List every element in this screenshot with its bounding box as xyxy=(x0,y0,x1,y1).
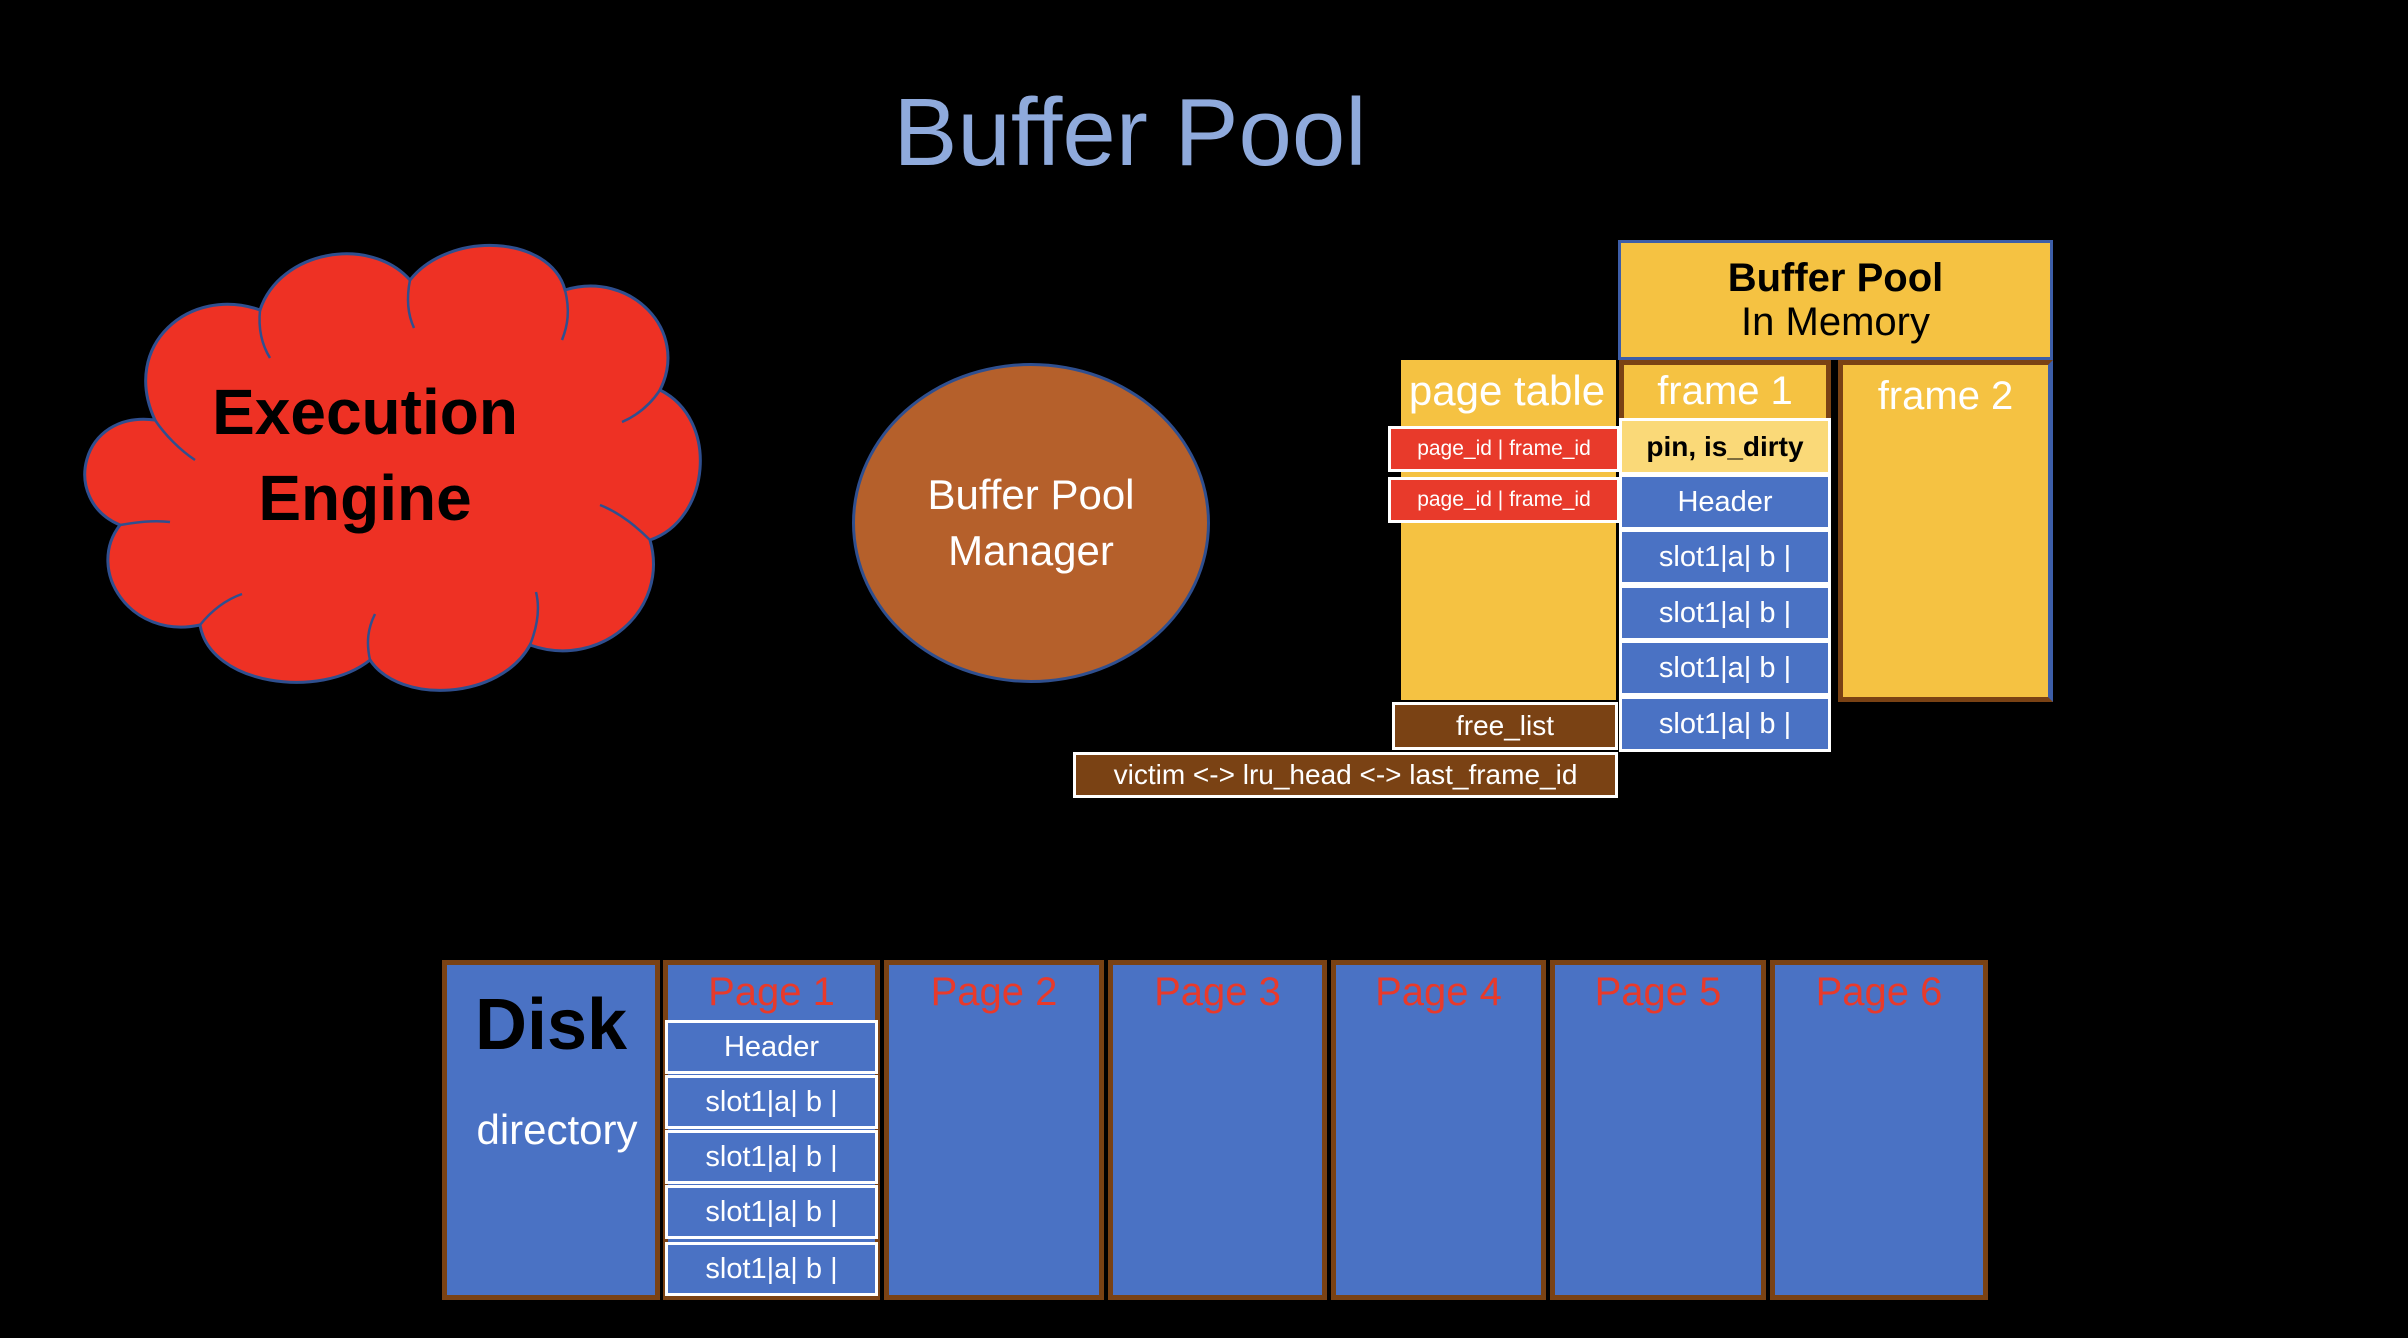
buffer-pool-title: Buffer Pool xyxy=(1727,256,1944,300)
disk-page-3-label: Page 3 xyxy=(1154,969,1281,1014)
frame-2 xyxy=(1838,360,2053,702)
frame-2-label: frame 2 xyxy=(1877,373,2014,418)
disk-page-4-label: Page 4 xyxy=(1375,969,1502,1014)
frame-1-slot: slot1|a| b | xyxy=(1619,640,1831,696)
page-title: Buffer Pool xyxy=(893,79,1367,186)
page-table xyxy=(1398,360,1616,700)
disk-page-6-label: Page 6 xyxy=(1815,969,1943,1014)
disk-page-5-label: Page 5 xyxy=(1594,969,1722,1014)
lru-list: victim <-> lru_head <-> last_frame_id xyxy=(1073,752,1618,798)
buffer-pool-subtitle: In Memory xyxy=(1741,300,1930,344)
disk-page-1-label: Page 1 xyxy=(708,969,835,1014)
execution-engine-label: Execution Engine xyxy=(212,376,518,534)
disk-page-1-slot: slot1|a| b | xyxy=(665,1075,878,1129)
frame-1-pin-dirty: pin, is_dirty xyxy=(1619,418,1831,475)
disk-page-2-label: Page 2 xyxy=(930,969,1058,1014)
disk-page-6 xyxy=(1770,960,1988,1300)
buffer-pool-manager: Buffer Pool Manager xyxy=(852,363,1210,683)
disk-page-1-slot: slot1|a| b | xyxy=(665,1130,878,1184)
frame-1-slot: slot1|a| b | xyxy=(1619,529,1831,585)
disk-page-5 xyxy=(1550,960,1766,1300)
frame-1-label: frame 1 xyxy=(1619,360,1831,418)
disk-page-2 xyxy=(884,960,1104,1300)
disk-page-1-slot: slot1|a| b | xyxy=(665,1185,878,1239)
disk-page-4 xyxy=(1331,960,1546,1300)
disk-page-1-slot: slot1|a| b | xyxy=(665,1242,878,1296)
disk-page-3 xyxy=(1108,960,1327,1300)
frame-1-header: Header xyxy=(1619,474,1831,530)
page-table-label: page table xyxy=(1408,367,1606,414)
frame-1-slot: slot1|a| b | xyxy=(1619,696,1831,752)
disk-directory-label: directory xyxy=(476,1106,638,1153)
disk-directory-column xyxy=(442,960,660,1300)
disk-page-1-header: Header xyxy=(665,1020,878,1074)
page-table-entry: page_id | frame_id xyxy=(1388,477,1620,523)
page-table-entry: page_id | frame_id xyxy=(1388,426,1620,472)
free-list: free_list xyxy=(1392,702,1618,750)
frame-1-slot: slot1|a| b | xyxy=(1619,585,1831,641)
buffer-pool-header: Buffer Pool In Memory xyxy=(1618,240,2053,360)
disk-title: Disk xyxy=(474,985,628,1065)
execution-engine-cloud-shape xyxy=(83,243,702,692)
